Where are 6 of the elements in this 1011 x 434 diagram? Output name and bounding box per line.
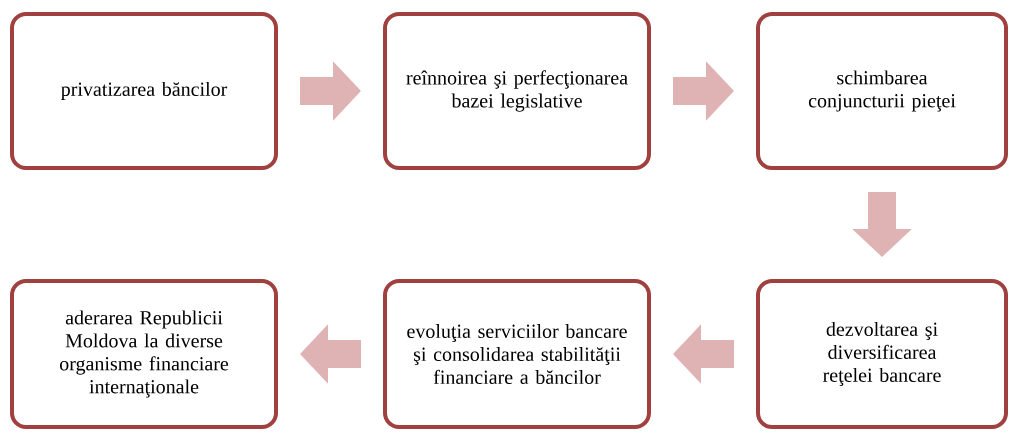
process-box: reînnoirea şi perfecţionarea bazei legislative [383,12,651,170]
process-box: aderarea Republicii Moldova la diverse organisme financiare internaţionale [10,279,278,429]
process-box: dezvoltarea şi diversificarea reţelei bancare [756,279,1008,429]
process-box: schimbarea conjuncturii pieţei [756,12,1008,170]
process-box: evoluţia serviciilor bancare şi consolidarea stabilităţii financiare a băncilor [383,279,651,429]
process-box: privatizarea băncilor [10,12,278,170]
